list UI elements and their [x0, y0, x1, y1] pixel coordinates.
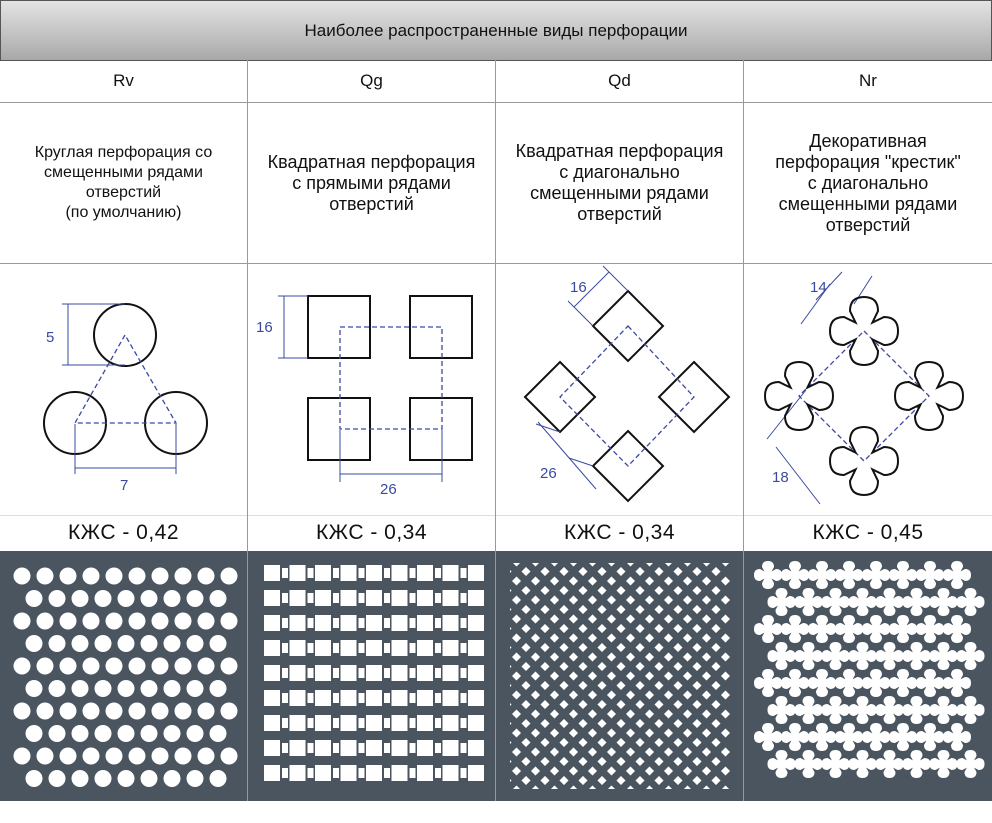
- open-area-ratio: КЖС - 0,45: [812, 521, 924, 544]
- type-code: Rv: [0, 60, 247, 103]
- decorative-cross-drawing: 14 18: [744, 264, 992, 516]
- type-description: Круглая перфорация со смещенными рядами …: [0, 103, 247, 264]
- type-code: Qd: [496, 60, 743, 103]
- sheet-photo-decorative-cross: [744, 551, 992, 801]
- column-divider: [247, 60, 248, 801]
- type-description: Квадратная перфорация с прямыми рядами о…: [248, 103, 495, 264]
- open-area-ratio: КЖС - 0,34: [563, 521, 676, 544]
- sheet-photo-square-grid: [248, 551, 495, 801]
- perforation-table: Наиболее распространенные виды перфораци…: [0, 0, 992, 801]
- column-qd: Qd Квадратная перфорация с диагонально с…: [496, 60, 743, 801]
- column-divider: [743, 60, 744, 801]
- type-description: Декоративная перфорация "крестик" с диаг…: [744, 103, 992, 264]
- open-area-ratio: КЖС - 0,34: [315, 521, 428, 544]
- column-nr: Nr Декоративная перфорация "крестик" с д…: [744, 60, 992, 801]
- square-grid-drawing: 16 26: [248, 264, 495, 516]
- dimension-label: 5: [46, 329, 54, 346]
- sheet-photo-round: [0, 551, 247, 801]
- dimension-label: 14: [810, 279, 827, 296]
- round-perforation-drawing: 5 7: [0, 264, 247, 516]
- dimension-label: 16: [256, 319, 273, 336]
- sheet-photo-diagonal-square: [496, 551, 743, 801]
- table-title: Наиболее распространенные виды перфораци…: [0, 0, 992, 61]
- dimension-label: 7: [120, 477, 128, 494]
- diagonal-square-drawing: 16 26: [496, 264, 743, 516]
- column-rv: Rv Круглая перфорация со смещенными ряда…: [0, 60, 247, 801]
- column-qg: Qg Квадратная перфорация с прямыми рядам…: [248, 60, 495, 801]
- dimension-label: 18: [772, 469, 789, 486]
- column-divider: [495, 60, 496, 801]
- type-code: Qg: [248, 60, 495, 103]
- type-code: Nr: [744, 60, 992, 103]
- dimension-label: 16: [570, 279, 587, 296]
- dimension-label: 26: [380, 481, 397, 498]
- dimension-label: 26: [540, 465, 557, 482]
- type-description: Квадратная перфорация с диагонально смещ…: [496, 103, 743, 264]
- open-area-ratio: КЖС - 0,42: [67, 521, 180, 544]
